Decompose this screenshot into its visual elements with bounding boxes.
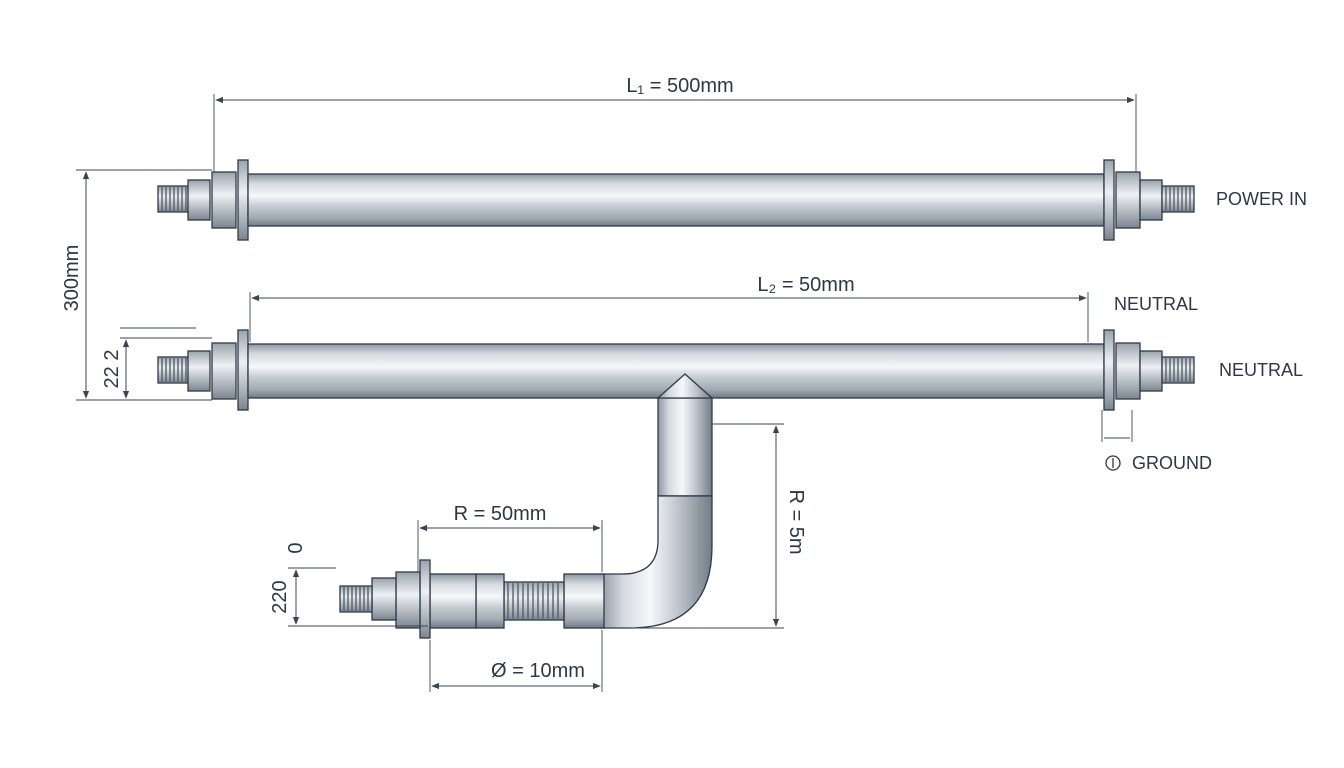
gap-dimension-label: 22 2: [101, 350, 123, 389]
ground-symbol-icon: [1105, 455, 1121, 471]
top-heating-tube: [157, 159, 1195, 241]
diameter-label: Ø = 10mm: [491, 660, 585, 682]
l2-dimension-label: L₂ = 50mm: [757, 274, 854, 296]
radius-vertical-label: R = 5m: [785, 489, 807, 554]
power-in-label: POWER IN: [1216, 189, 1307, 209]
ground-label: GROUND: [1132, 453, 1212, 473]
lower-branch-tube: [339, 559, 605, 639]
dimension-lines: [76, 94, 1137, 692]
middle-heating-tube: [157, 329, 1195, 629]
neutral-right-label: NEUTRAL: [1219, 360, 1303, 380]
neutral-top-label: NEUTRAL: [1114, 294, 1198, 314]
radius-horizontal-label: R = 50mm: [454, 503, 547, 525]
l1-dimension-label: L₁ = 500mm: [626, 75, 733, 97]
small-height-label: 220: [269, 580, 291, 613]
zero-label: 0: [285, 542, 307, 553]
height-dimension-label: 300mm: [61, 245, 83, 312]
